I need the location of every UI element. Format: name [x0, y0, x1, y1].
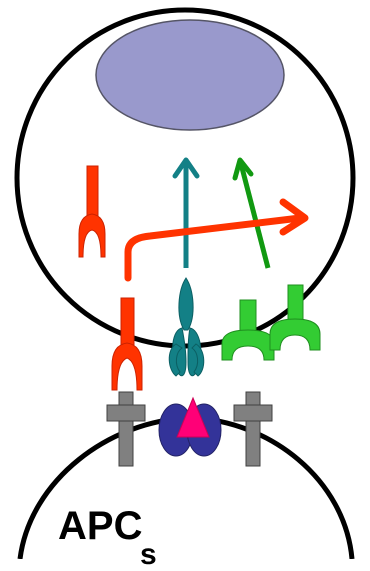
- internal-orange-receptor: [79, 166, 105, 257]
- teal-coreceptor: [169, 278, 204, 376]
- teal-signal-arrow: [175, 160, 197, 268]
- apc-label: APC: [58, 506, 142, 546]
- nucleus: [96, 20, 284, 130]
- green-signal-arrow: [235, 160, 268, 268]
- green-receptor-left: [222, 300, 274, 360]
- orange-signal-arrow: [128, 202, 305, 278]
- orange-tcr: [112, 298, 142, 390]
- immune-synapse-diagram: [0, 0, 370, 559]
- apc-subscript: s: [140, 540, 157, 570]
